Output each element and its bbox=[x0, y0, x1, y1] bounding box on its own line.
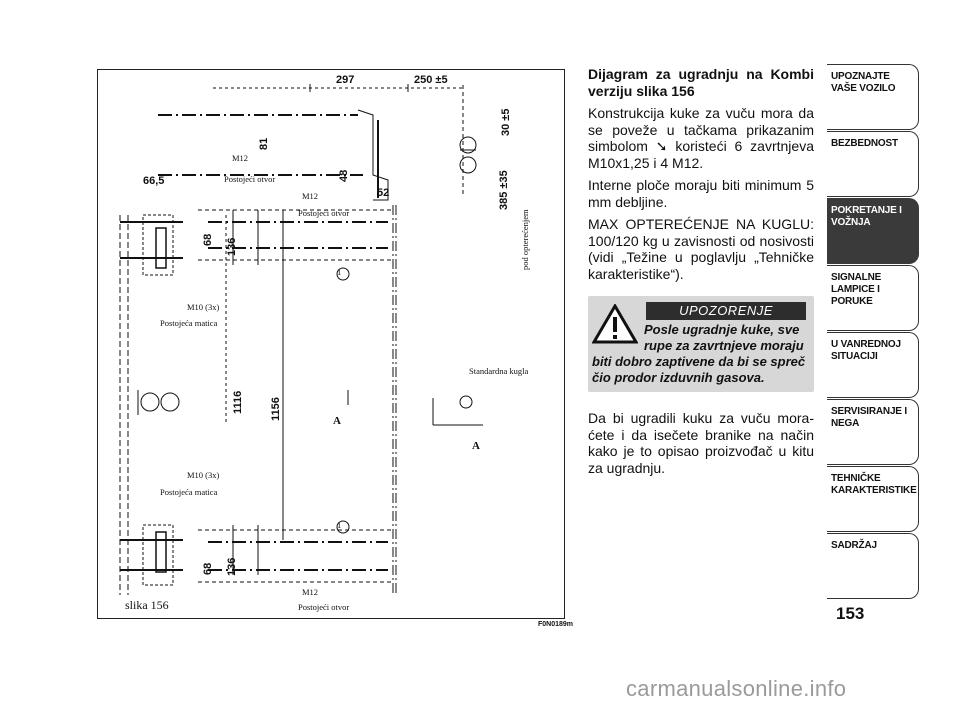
tab-upoznajte-vase-vozilo[interactable]: UPOZNAJTE VAŠE VOZILO bbox=[827, 64, 919, 130]
label-m10-b: M10 (3x) bbox=[187, 470, 220, 480]
label-existing-hole-1: Postojeći otvor bbox=[224, 174, 276, 184]
label-under-load: pod opterećenjem bbox=[520, 209, 530, 270]
dim-68-top: 68 bbox=[202, 233, 214, 246]
dim-250: 250 ±5 bbox=[414, 74, 448, 86]
tab-servisiranje-i-nega[interactable]: SERVISIRANJE I NEGA bbox=[827, 399, 919, 465]
dim-81: 81 bbox=[258, 137, 270, 150]
tab-sadrzaj[interactable]: SADRŽAJ bbox=[827, 533, 919, 599]
tab-tehnicke-karakteristike[interactable]: TEHNIČKE KARAKTERISTIKE bbox=[827, 466, 919, 532]
figure-code: F0N0189m bbox=[538, 621, 574, 628]
dim-48: 48 bbox=[338, 169, 350, 182]
warning-triangle-icon bbox=[592, 304, 638, 344]
page-number: 153 bbox=[836, 604, 865, 623]
label-existing-nut-2: Postojeća matica bbox=[160, 487, 218, 497]
label-m12-b: M12 bbox=[302, 191, 319, 201]
dim-68-bottom: 68 bbox=[202, 562, 214, 575]
paragraph-plates: Interne ploče moraju biti minimum 5 mm d… bbox=[588, 177, 814, 210]
installation-diagram: 297 250 ±5 30 ±5 81 48 52 66,5 385 ±35 6… bbox=[97, 69, 565, 619]
label-existing-hole-2: Postojeći otvor bbox=[298, 208, 350, 218]
dim-30: 30 ±5 bbox=[500, 108, 512, 136]
label-m10-a: M10 (3x) bbox=[187, 302, 220, 312]
label-m12-c: M12 bbox=[302, 587, 319, 597]
section-a-2: A bbox=[472, 440, 480, 452]
warning-text: Posle ugradnje kuke, sve rupe za zavrtnj… bbox=[592, 322, 810, 386]
label-standard-ball: Standardna kugla bbox=[469, 366, 529, 376]
watermark: carmanualsonline.info bbox=[626, 676, 847, 701]
paragraph-max-load: MAX OPTEREĆENJE NA KUGLU: 100/120 kg u z… bbox=[588, 216, 814, 282]
dim-52: 52 bbox=[377, 187, 390, 199]
warning-title: UPOZORENJE bbox=[646, 302, 806, 320]
marker-1a: 1 bbox=[337, 267, 342, 277]
label-m12-a: M12 bbox=[232, 153, 249, 163]
dim-1116: 1116 bbox=[232, 390, 244, 414]
tab-pokretanje-i-voznja[interactable]: POKRETANJE I VOŽNJA bbox=[827, 198, 919, 264]
tab-signalne-lampice[interactable]: SIGNALNE LAMPICE I PORUKE bbox=[827, 265, 919, 331]
warning-line-1: Posle ugradnje kuke, sve rupe za zavrtnj… bbox=[644, 322, 804, 353]
section-heading: Dijagram za ugradnju na Kombi verziju sl… bbox=[588, 66, 814, 99]
dim-1156: 1156 bbox=[270, 397, 282, 421]
label-existing-hole-3: Postojeći otvor bbox=[298, 602, 350, 612]
paragraph-bumper: Da bi ugradili kuku za vuču mora-ćete i … bbox=[588, 410, 814, 476]
marker-1b: 1 bbox=[337, 520, 342, 530]
figure-caption: slika 156 bbox=[125, 598, 169, 612]
tab-bezbednost[interactable]: BEZBEDNOST bbox=[827, 131, 919, 197]
dim-385: 385 ±35 bbox=[498, 170, 510, 210]
section-a-1: A bbox=[333, 415, 341, 427]
paragraph-connection: Konstrukcija kuke za vuču mora da se pov… bbox=[588, 105, 814, 171]
content-column: Dijagram za ugradnju na Kombi verziju sl… bbox=[588, 66, 814, 288]
dim-136-top: 136 bbox=[226, 237, 238, 256]
dim-297: 297 bbox=[336, 74, 355, 86]
dim-136-bottom: 136 bbox=[226, 557, 238, 576]
warning-line-2: biti dobro zaptivene da bi se spreč čio … bbox=[592, 354, 806, 385]
tab-u-vanrednoj-situaciji[interactable]: U VANREDNOJ SITUACIJI bbox=[827, 332, 919, 398]
dim-66-5: 66,5 bbox=[143, 175, 165, 187]
label-existing-nut-1: Postojeća matica bbox=[160, 318, 218, 328]
diagram-drawing bbox=[119, 84, 483, 595]
